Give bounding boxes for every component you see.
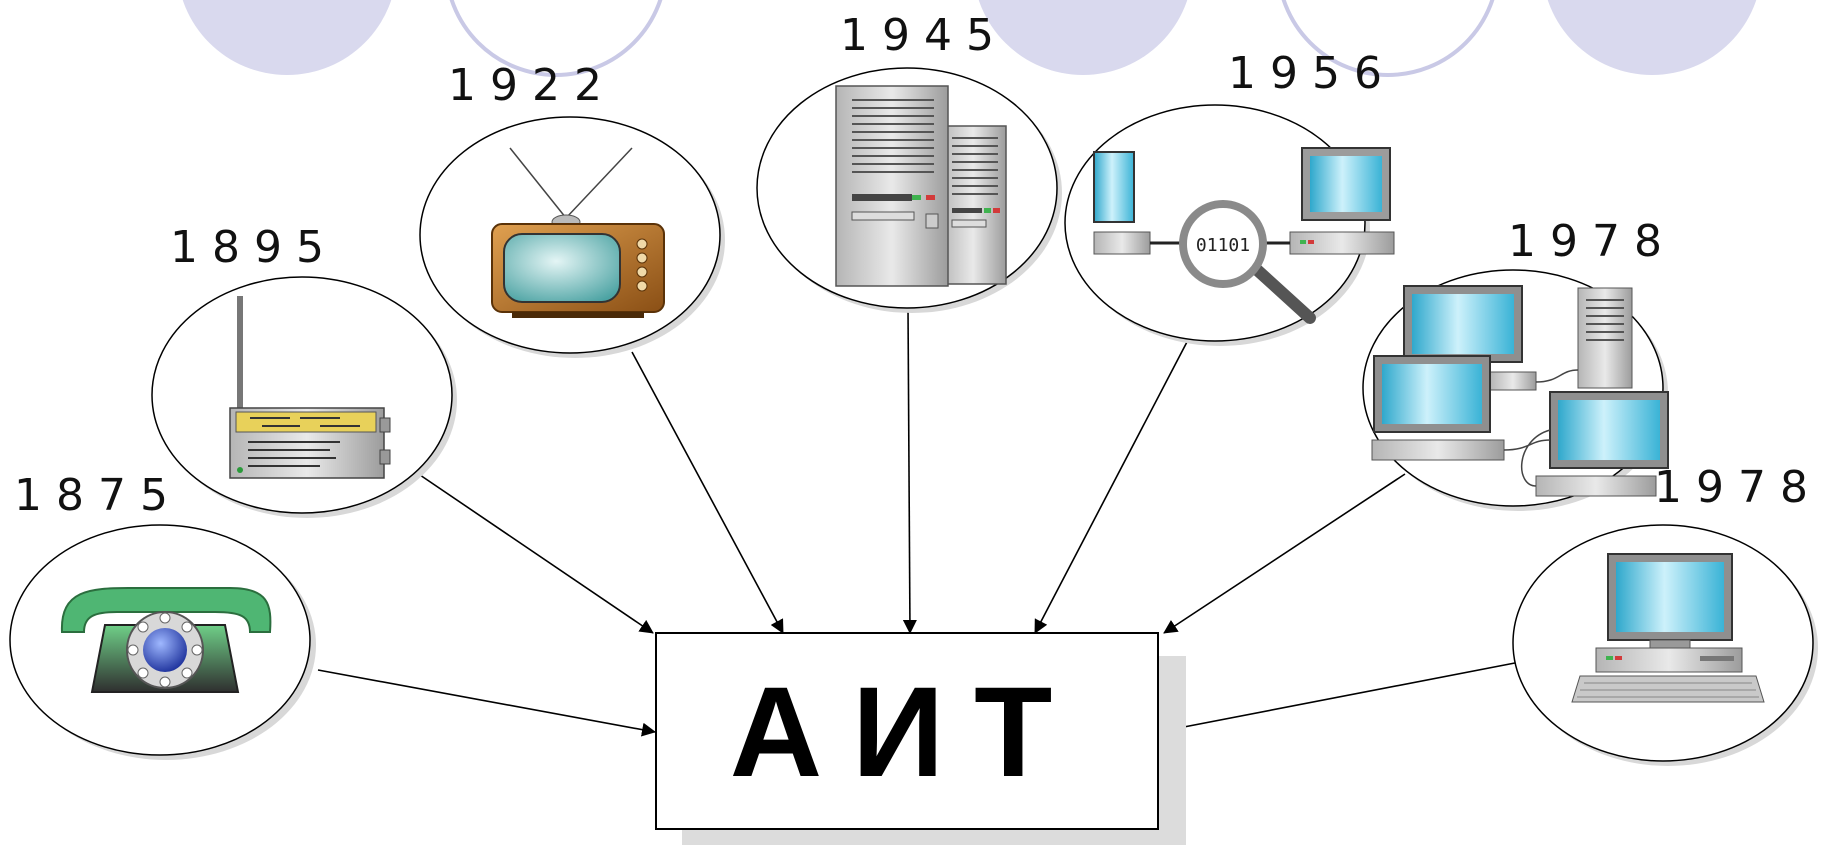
- center-box-frame: [655, 632, 1159, 830]
- year-label-1978-network: 1978: [1508, 216, 1676, 267]
- node-1895: [151, 276, 457, 518]
- node-1978-network: [1362, 269, 1669, 511]
- year-label-1956: 1956: [1228, 48, 1396, 99]
- decor-circle: [182, 0, 392, 75]
- node-1945: [756, 67, 1062, 313]
- decor-circle: [449, 0, 663, 77]
- arrow-1956: [1034, 339, 1189, 634]
- radio-icon: [229, 296, 391, 479]
- television-icon: [491, 147, 665, 318]
- year-label-1922: 1922: [448, 60, 616, 111]
- arrow-1875: [317, 669, 656, 737]
- year-label-1978-pc: 1978: [1654, 462, 1822, 513]
- year-label-1895: 1895: [170, 222, 338, 273]
- decor-circle: [1547, 0, 1757, 75]
- arrow-1922: [631, 351, 784, 634]
- connector-arrows: [317, 307, 1521, 737]
- arrow-1895: [419, 474, 654, 634]
- arrow-1978a: [1163, 473, 1406, 634]
- arrow-1978b: [1157, 661, 1521, 737]
- decor-circle: [978, 0, 1188, 75]
- node-1956: 01101: [1064, 104, 1395, 346]
- svg-text:01101: 01101: [1196, 235, 1250, 256]
- node-1922: [419, 116, 725, 358]
- personal-computer-icon: [1571, 553, 1765, 703]
- node-1978-pc: [1512, 524, 1818, 766]
- network-search-icon: 01101: [1093, 147, 1395, 324]
- computer-network-icon: [1371, 285, 1669, 497]
- decorative-circles: [182, 0, 1757, 77]
- decor-circle: [1281, 0, 1495, 77]
- server-icon: [835, 85, 1007, 287]
- year-label-1945: 1945: [840, 10, 1008, 61]
- center-box: [655, 632, 1186, 850]
- node-1875: [9, 524, 316, 760]
- arrow-1945: [902, 307, 917, 634]
- telephone-icon: [60, 587, 272, 693]
- center-label: АИТ: [729, 660, 1083, 804]
- year-label-1875: 1875: [14, 470, 182, 521]
